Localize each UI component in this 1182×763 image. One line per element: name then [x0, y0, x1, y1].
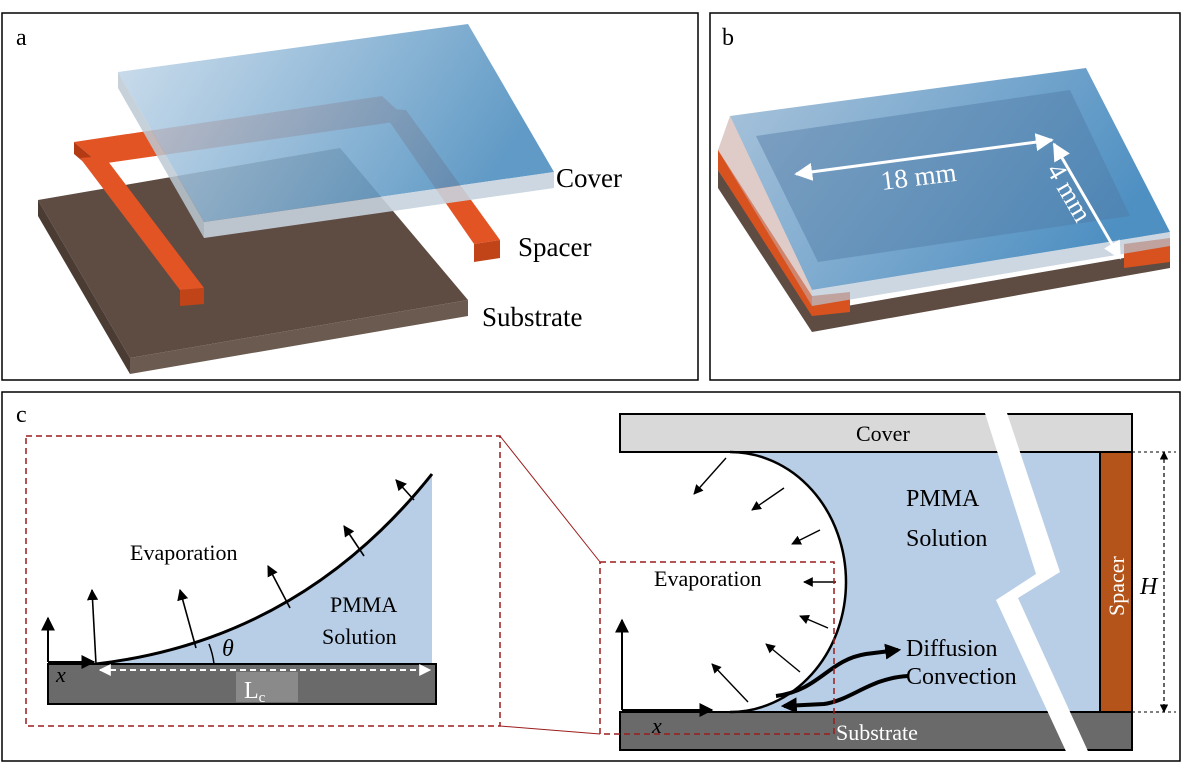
- zoom-connector-bottom: [499, 725, 601, 735]
- break-mark: [984, 410, 1092, 760]
- cover-plate: [619, 413, 1133, 453]
- evaporation-arrows: [693, 457, 836, 703]
- solution-line2: Solution: [906, 526, 987, 552]
- inset-lc-label: Lc: [244, 678, 266, 706]
- contact-angle-arc: [208, 643, 215, 665]
- panel-c-label: c: [16, 402, 27, 428]
- inset-zoom: Lc x θ Evaporation PMMA Solution: [25, 435, 501, 727]
- diffusion-arrow: [775, 643, 902, 698]
- width-dimension-arrow: [1052, 142, 1122, 260]
- x-axis-label: x: [651, 713, 662, 738]
- spacer-bar-label: Spacer: [1104, 555, 1129, 616]
- evap-arrow: [711, 663, 749, 703]
- panel-a-label: a: [16, 25, 27, 51]
- panel-a: a Cover Spacer Substrate: [1, 12, 699, 381]
- evap-arrow: [791, 529, 821, 545]
- evap-arrow: [177, 588, 197, 649]
- contact-angle-symbol: θ: [222, 636, 234, 662]
- substrate-plate: [619, 711, 1133, 751]
- convection-label: Convection: [906, 664, 1017, 690]
- cover-plate-label: Cover: [856, 421, 910, 446]
- evap-arrow: [765, 643, 801, 673]
- solution-region: [730, 452, 1100, 712]
- evap-arrow: [751, 487, 785, 511]
- evap-arrow: [693, 457, 727, 495]
- solution-line1: PMMA: [906, 486, 980, 512]
- zoom-region-outline: [599, 561, 835, 735]
- length-dimension-arrow: [794, 133, 1054, 181]
- panel-b: b 18 mm 4 mm: [709, 12, 1181, 381]
- cover-label: Cover: [556, 163, 622, 193]
- substrate-label: Substrate: [482, 302, 583, 332]
- substrate-plate-label: Substrate: [836, 720, 918, 745]
- evap-arrow: [395, 479, 415, 501]
- panel-c: c Lc x: [1, 391, 1181, 762]
- inset-solution-line2: Solution: [322, 624, 397, 649]
- cross-section: Cover Substrate Spacer: [599, 410, 1176, 760]
- inset-outline: [25, 435, 501, 727]
- evap-arrow: [799, 614, 829, 629]
- convection-arrow: [780, 674, 909, 714]
- height-label: H: [1139, 574, 1159, 600]
- diffusion-label: Diffusion: [906, 636, 998, 662]
- cover-block: [118, 24, 554, 238]
- evap-arrow: [86, 588, 99, 665]
- panel-b-label: b: [722, 25, 734, 51]
- inset-solution: [96, 474, 432, 664]
- inset-evaporation-arrows: [86, 479, 415, 665]
- spacer-label: Spacer: [518, 232, 591, 262]
- inset-lc-bg: [236, 672, 298, 702]
- inset-meniscus: [95, 473, 434, 666]
- evap-arrow: [267, 565, 291, 609]
- evaporation-label: Evaporation: [654, 566, 762, 591]
- inset-solution-line1: PMMA: [330, 592, 397, 617]
- zoom-connector-top: [499, 435, 601, 563]
- spacer-bar: [1099, 451, 1133, 713]
- inset-evaporation-label: Evaporation: [130, 540, 238, 565]
- evap-arrow: [343, 525, 365, 557]
- inset-x-label: x: [55, 662, 66, 687]
